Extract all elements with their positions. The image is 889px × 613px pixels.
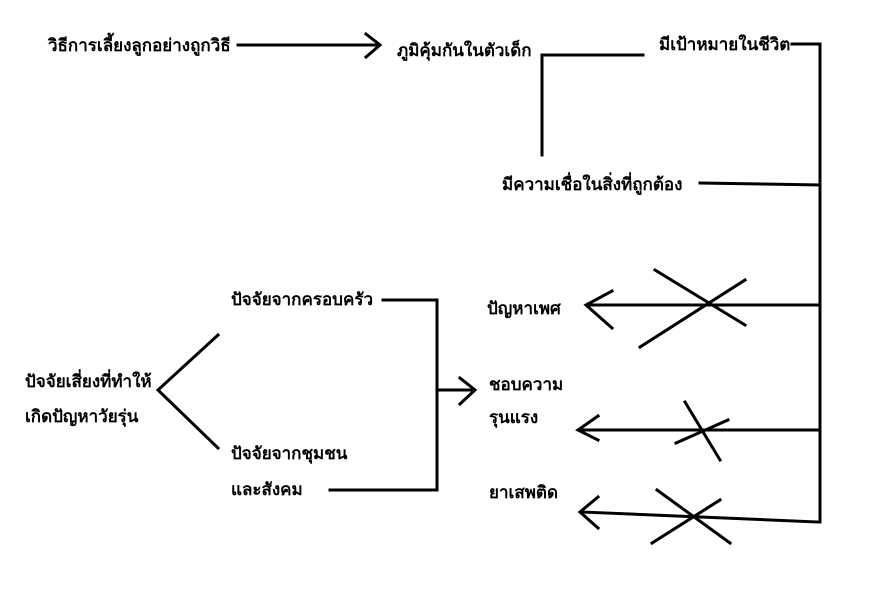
right-beliefs-label: มีความเชื่อในสิ่งที่ถูกต้อง xyxy=(502,172,682,196)
immunity-branch-bracket xyxy=(540,53,645,157)
proper-upbringing-label: วิธีการเลี้ยงลูกอย่างถูกวิธี xyxy=(48,32,231,57)
risk-factor-label-line1: ปัจจัยเสี่ยงที่ทำให้ xyxy=(25,369,152,392)
risk-factor-fork xyxy=(155,332,221,451)
trunk-to-drugs-arrow xyxy=(580,510,820,524)
sex-problem-label: ปัญหาเพศ xyxy=(487,299,562,319)
community-factor-label-line2: และสังคม xyxy=(231,480,303,500)
drugs-label: ยาเสพติด xyxy=(489,483,558,503)
upbringing-to-immunity-arrowhead xyxy=(363,31,383,60)
violence-label-line1: ชอบความ xyxy=(489,375,563,395)
drugs-cross-mark-b xyxy=(649,497,723,546)
risk-factor-label-line2: เกิดปัญหาวัยรุ่น xyxy=(25,407,139,427)
factors-to-problems-arrowhead xyxy=(457,375,478,407)
sex-problem-cross-mark-b xyxy=(637,277,748,350)
life-goal-label: มีเป้าหมายในชีวิต xyxy=(659,34,790,55)
violence-arrowhead xyxy=(575,413,601,443)
child-immunity-label: ภูมิคุ้มกันในตัวเด็ก xyxy=(397,38,532,62)
violence-cross-mark-b xyxy=(674,418,730,445)
family-factor-connector xyxy=(381,298,439,492)
drugs-arrowhead xyxy=(577,494,601,531)
right-beliefs-connector xyxy=(698,181,822,187)
community-factor-label-line1: ปัจจัยจากชุมชน xyxy=(231,444,348,464)
violence-label-line2: รุนแรง xyxy=(489,408,538,428)
sex-problem-arrowhead xyxy=(583,288,615,331)
sex-problem-cross-mark-a xyxy=(652,267,748,328)
family-factor-label: ปัจจัยจากครอบครัว xyxy=(231,290,373,310)
